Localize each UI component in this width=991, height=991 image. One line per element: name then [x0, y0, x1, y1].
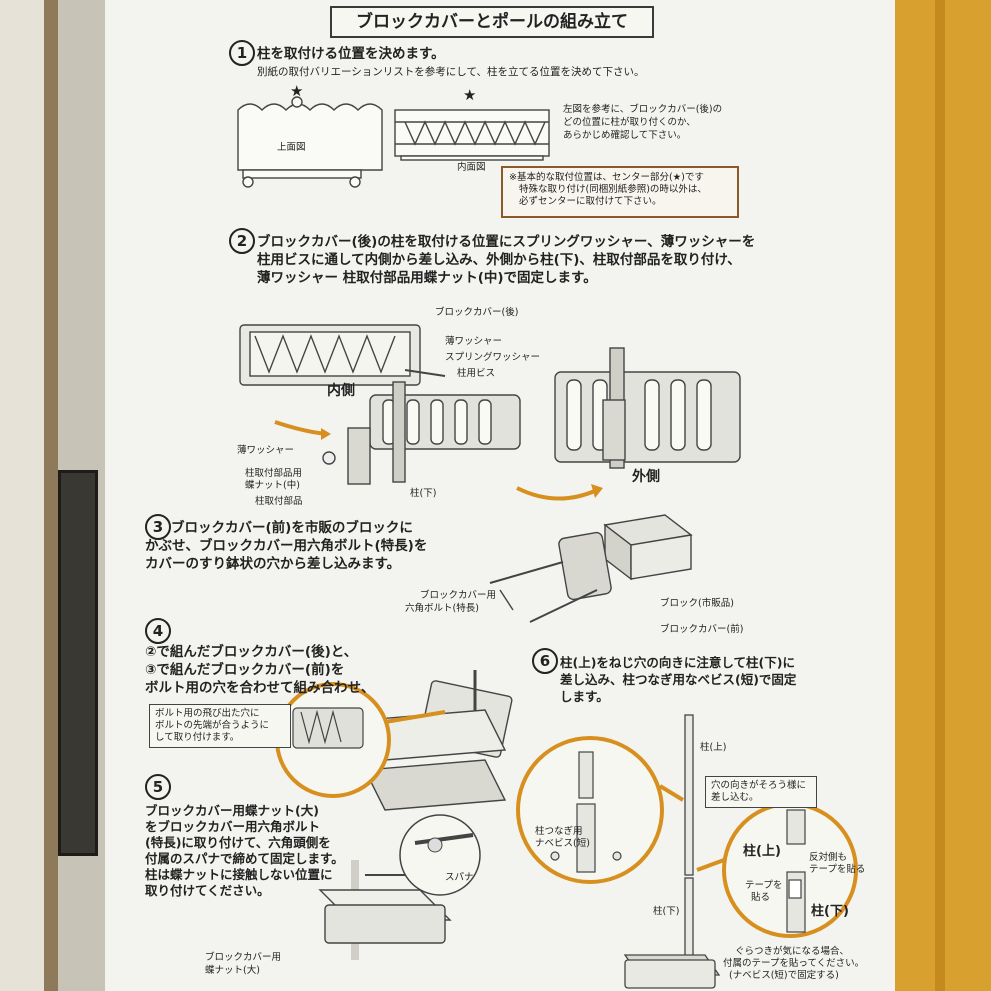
- step-2-line-1: ブロックカバー(後)の柱を取付ける位置にスプリングワッシャー、薄ワッシャーを: [257, 234, 756, 250]
- step-4-number: 4: [145, 618, 171, 644]
- arrow-to-outside: [516, 486, 598, 501]
- label-spring-washer: スプリングワッシャー: [445, 352, 541, 363]
- step6-pole: [623, 714, 721, 989]
- step-1-sub: 別紙の取付バリエーションリストを参考にして、柱を立てる位置を決めて下さい。: [257, 66, 645, 78]
- step-5-line-4: 付属のスパナで締めて固定します。: [145, 851, 344, 866]
- step-4-line-2: ③で組んだブロックカバー(前)を: [145, 662, 345, 678]
- label-thin-washer-2: 薄ワッシャー: [237, 445, 295, 456]
- step-5-line-3: (特長)に取り付けて、六角頭側を: [145, 835, 331, 850]
- step-5-line-6: 取り付けてください。: [145, 883, 270, 898]
- label-block-cover-back: ブロックカバー(後): [435, 307, 519, 318]
- step-2-line-3: 薄ワッシャー 柱取付部品用蝶ナット(中)で固定します。: [257, 270, 597, 286]
- box-handle-slot: [58, 470, 98, 856]
- step-1-number: 1: [229, 40, 255, 66]
- label-pole-lower: 柱(下): [410, 488, 437, 499]
- box-edge: [44, 0, 58, 991]
- step-1-side-2: どの位置に柱が取り付くのか、: [563, 117, 696, 128]
- star-marker-top: ★: [290, 82, 304, 100]
- label-block-cover-front: ブロックカバー(前): [660, 624, 744, 635]
- step-4-note-3: して取り付けます。: [155, 732, 240, 743]
- label-pole-screw: 柱用ビス: [457, 368, 496, 379]
- step-6-line-1: 柱(上)をねじ穴の向きに注意して柱(下)に: [560, 655, 795, 670]
- label-apply-tape-2: 貼る: [751, 892, 771, 903]
- label-pole-lower-2: 柱(下): [653, 906, 680, 917]
- label-reverse-tape-1: 反対側も: [809, 852, 848, 863]
- label-outside: 外側: [632, 469, 660, 485]
- tape-strip: [0, 0, 46, 991]
- step-1-note-1: ※基本的な取付位置は、センター部分(★)です: [509, 172, 704, 183]
- step-5-line-5: 柱は蝶ナットに接触しない位置に: [145, 867, 333, 882]
- step-2-line-2: 柱用ビスに通して内側から差し込み、外側から柱(下)、柱取付部品を取り付け、: [257, 252, 741, 268]
- label-hex-bolt-2: 六角ボルト(特長): [405, 603, 479, 614]
- label-spanner: スパナ: [445, 872, 474, 883]
- step-1-note-2: 特殊な取り付け(同梱別紙参照)の時以外は、: [519, 184, 707, 195]
- instruction-sheet: ブロックカバーとポールの組み立て 1 柱を取付ける位置を決めます。 別紙の取付バ…: [105, 0, 895, 991]
- step-6-footnote-1: ぐらつきが気になる場合、: [735, 946, 850, 957]
- step2-inner-cover: [239, 324, 446, 386]
- step-3-line-1: ブロックカバー(前)を市販のブロックに: [171, 520, 413, 536]
- step-4-line-3: ボルト用の穴を合わせて組み合わせ、: [145, 680, 375, 696]
- label-hex-bolt-1: ブロックカバー用: [420, 590, 497, 601]
- box-fold-line: [935, 0, 945, 991]
- step-3-line-3: カバーのすり鉢状の穴から差し込みます。: [145, 556, 401, 572]
- step-4-note-box: ボルト用の飛び出た穴に ボルトの先端が合うように して取り付けます。: [149, 704, 291, 748]
- step-3-line-2: かぶせ、ブロックカバー用六角ボルト(特長)を: [145, 538, 428, 554]
- illustrations: [237, 96, 858, 989]
- label-pole-upper-zoom: 柱(上): [743, 844, 781, 859]
- step-6-note-1: 穴の向きがそろう様に: [711, 780, 807, 791]
- step-4-line-1: ②で組んだブロックカバー(後)と、: [145, 644, 358, 660]
- step-4-note-2: ボルトの先端が合うように: [155, 720, 270, 731]
- step-1-heading: 柱を取付ける位置を決めます。: [257, 46, 445, 62]
- star-marker-inner: ★: [463, 86, 477, 104]
- step-6-footnote-3: (ナベビス(短)で固定する): [729, 970, 839, 981]
- label-pole-lower-zoom: 柱(下): [811, 904, 849, 919]
- label-reverse-tape-2: テープを貼る: [809, 864, 866, 875]
- step6-zoom-left-detail: [550, 751, 622, 873]
- step3-block-diagram: [489, 514, 693, 623]
- box-flap-right: [895, 0, 991, 991]
- label-joint-screw-2: ナベビス(短): [535, 838, 590, 849]
- step-5-number: 5: [145, 774, 171, 800]
- step4-zoom-detail: [292, 707, 364, 749]
- label-inner-view: 内面図: [457, 162, 486, 173]
- step-1-side-1: 左図を参考に、ブロックカバー(後)の: [563, 104, 723, 115]
- label-pole-upper: 柱(上): [700, 742, 727, 753]
- step5-assembly: [318, 860, 452, 960]
- step-1-note-box: ※基本的な取付位置は、センター部分(★)です 特殊な取り付け(同梱別紙参照)の時…: [501, 166, 739, 218]
- step-4-note-1: ボルト用の飛び出た穴に: [155, 708, 260, 719]
- label-joint-screw-1: 柱つなぎ用: [535, 826, 583, 837]
- step-2-number: 2: [229, 228, 255, 254]
- label-mount-part: 柱取付部品: [255, 496, 303, 507]
- step-1-note-3: 必ずセンターに取付けて下さい。: [519, 196, 662, 207]
- label-apply-tape-1: テープを: [745, 880, 783, 891]
- label-wing-nut-large-2: 蝶ナット(大): [205, 965, 260, 976]
- page-title: ブロックカバーとポールの組み立て: [330, 6, 654, 38]
- step2-outer-cover-right: [554, 347, 741, 469]
- label-top-view: 上面図: [277, 142, 306, 153]
- top-view-diagram: [237, 96, 383, 188]
- step-6-footnote-2: 付属のテープを貼ってください。: [723, 958, 865, 969]
- step-6-note-box: 穴の向きがそろう様に 差し込む。: [705, 776, 817, 808]
- label-wing-nut-1: 柱取付部品用: [245, 468, 303, 479]
- label-thin-washer: 薄ワッシャー: [445, 336, 503, 347]
- step6-zoom-right-detail: [786, 809, 806, 933]
- box-flap-left: [0, 0, 105, 991]
- step-1-side-3: あらかじめ確認して下さい。: [563, 130, 687, 141]
- label-wing-nut-large-1: ブロックカバー用: [205, 952, 282, 963]
- label-wing-nut-2: 蝶ナット(中): [245, 480, 300, 491]
- step-5-line-2: をブロックカバー用六角ボルト: [145, 819, 321, 834]
- step4-assembly: [363, 670, 513, 811]
- step2-outer-cover-left: [322, 381, 521, 485]
- step-6-number: 6: [532, 648, 558, 674]
- label-inside: 内側: [327, 383, 355, 399]
- step-3-number: 3: [145, 514, 171, 540]
- arrow-into-cover: [274, 420, 328, 436]
- step-6-line-3: します。: [560, 689, 609, 704]
- step-6-note-2: 差し込む。: [711, 792, 759, 803]
- label-block-commercial: ブロック(市販品): [660, 598, 734, 609]
- step-6-line-2: 差し込み、柱つなぎ用なベビス(短)で固定: [560, 672, 797, 687]
- step-5-line-1: ブロックカバー用蝶ナット(大): [145, 803, 319, 818]
- inner-view-diagram: [394, 109, 550, 161]
